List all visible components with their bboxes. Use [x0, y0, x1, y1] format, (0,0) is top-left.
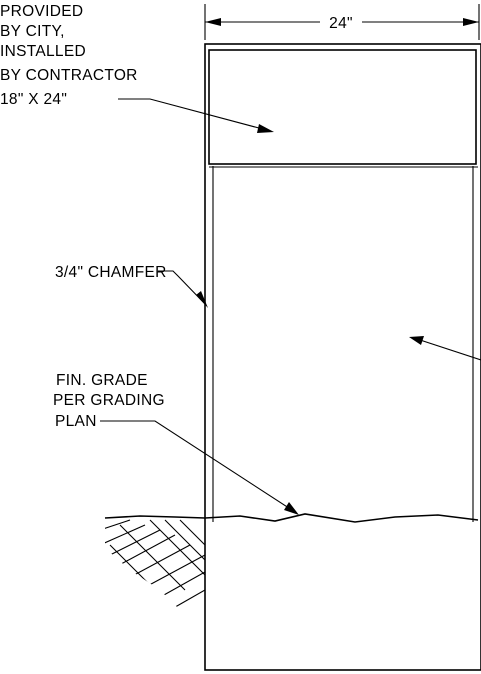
dimension-label: 24"	[329, 15, 353, 32]
chamfer-leader-arrowhead	[196, 291, 208, 308]
body-leader-arrowhead	[409, 336, 424, 345]
grade-leader-line	[100, 420, 296, 513]
grade-leader-arrowhead	[284, 502, 299, 515]
sign-note-line-3: INSTALLED	[0, 43, 86, 60]
soil-hatch	[105, 519, 205, 611]
sign-leader-line	[118, 98, 271, 132]
grade-note-line-2: PER GRADING	[53, 392, 165, 409]
sign-note-line-4: BY CONTRACTOR	[0, 67, 138, 84]
chamfer-leader-line	[158, 270, 207, 306]
monument-body	[204, 43, 481, 671]
sign-note-line-1: PROVIDED	[0, 3, 83, 20]
finished-grade-line	[104, 513, 479, 523]
sign-note-line-2: BY CITY,	[0, 23, 65, 40]
grade-note-line-3: PLAN	[55, 413, 97, 430]
sign-panel	[208, 49, 477, 165]
width-dimension: 24"	[204, 4, 480, 40]
grade-note-line-1: FIN. GRADE	[56, 372, 148, 389]
body-callout-leader	[409, 336, 481, 361]
grade-callout: FIN. GRADE PER GRADING PLAN	[53, 372, 299, 515]
sign-note-line-5: 18" X 24"	[0, 91, 67, 108]
sign-leader-arrowhead	[257, 124, 274, 133]
body-leader-line	[413, 337, 481, 361]
chamfer-label: 3/4" CHAMFER	[55, 264, 167, 281]
dimension-arrowhead-left	[205, 18, 221, 26]
sign-callout: PROVIDED BY CITY, INSTALLED BY CONTRACTO…	[0, 3, 274, 133]
dimension-arrowhead-right	[463, 18, 479, 26]
monument-outline	[204, 43, 481, 671]
chamfer-callout: 3/4" CHAMFER	[55, 264, 208, 308]
